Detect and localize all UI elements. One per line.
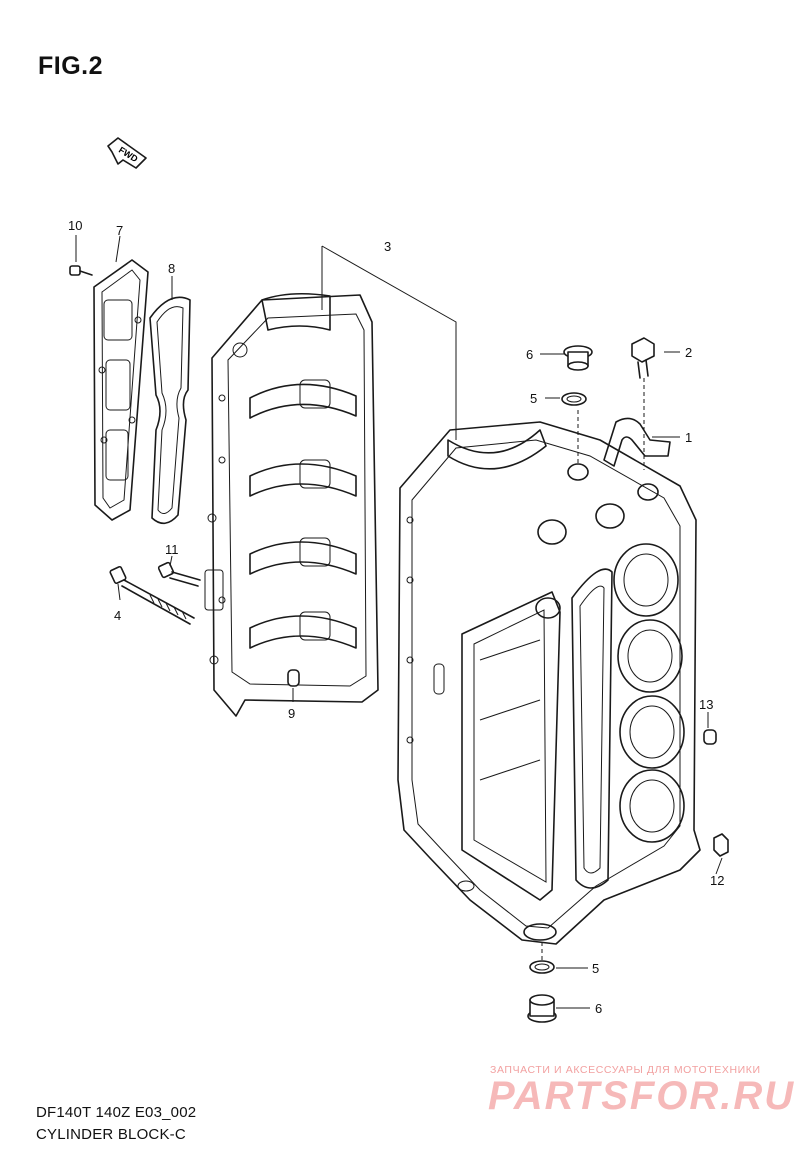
callout-6-bottom: 6 bbox=[595, 1001, 603, 1016]
callout-5-top: 5 bbox=[530, 391, 538, 406]
part-4-bolt bbox=[109, 565, 195, 625]
callout-8: 8 bbox=[168, 261, 176, 276]
watermark-brand: PARTSFOR.RU bbox=[488, 1074, 796, 1118]
part-11-bolt bbox=[157, 561, 201, 587]
callout-3: 3 bbox=[384, 239, 392, 254]
callout-1: 1 bbox=[685, 430, 693, 445]
callout-13: 13 bbox=[699, 697, 714, 712]
part-7-cylinder-cover bbox=[93, 259, 149, 521]
part-6-plug-bottom bbox=[527, 994, 557, 1023]
part-1-clamp bbox=[603, 417, 671, 467]
part-6-plug-top bbox=[563, 345, 593, 371]
callout-12: 12 bbox=[710, 873, 725, 888]
part-12-plug bbox=[713, 833, 729, 857]
model-code: DF140T 140Z E03_002 bbox=[36, 1104, 197, 1121]
part-5-gasket-top bbox=[561, 392, 587, 406]
part-10-bolt bbox=[69, 265, 93, 276]
callout-9: 9 bbox=[288, 706, 296, 721]
part-3-crankcase bbox=[204, 292, 379, 717]
part-8-cover-gasket bbox=[149, 296, 191, 525]
figure-title: FIG.2 bbox=[38, 52, 104, 80]
callout-leader-lines bbox=[75, 235, 723, 1009]
part-2-bolt bbox=[631, 337, 655, 470]
callout-11: 11 bbox=[165, 542, 179, 557]
section-title: CYLINDER BLOCK-C bbox=[36, 1126, 186, 1143]
part-13-dowel bbox=[703, 729, 717, 745]
callout-6-top: 6 bbox=[526, 347, 534, 362]
part-5-gasket-bottom bbox=[529, 960, 555, 974]
cylinder-block bbox=[397, 421, 701, 945]
callout-2: 2 bbox=[685, 345, 693, 360]
callout-4: 4 bbox=[114, 608, 122, 623]
watermark-tagline: ЗАПЧАСТИ И АКСЕССУАРЫ ДЛЯ МОТОТЕХНИКИ bbox=[490, 1064, 761, 1076]
callout-5-bottom: 5 bbox=[592, 961, 600, 976]
part-9-dowel-pin bbox=[287, 669, 300, 687]
fwd-arrow-icon: FWD bbox=[107, 137, 147, 169]
callout-10: 10 bbox=[68, 218, 83, 233]
cylinder-bores bbox=[613, 543, 685, 843]
callout-7: 7 bbox=[116, 223, 124, 238]
